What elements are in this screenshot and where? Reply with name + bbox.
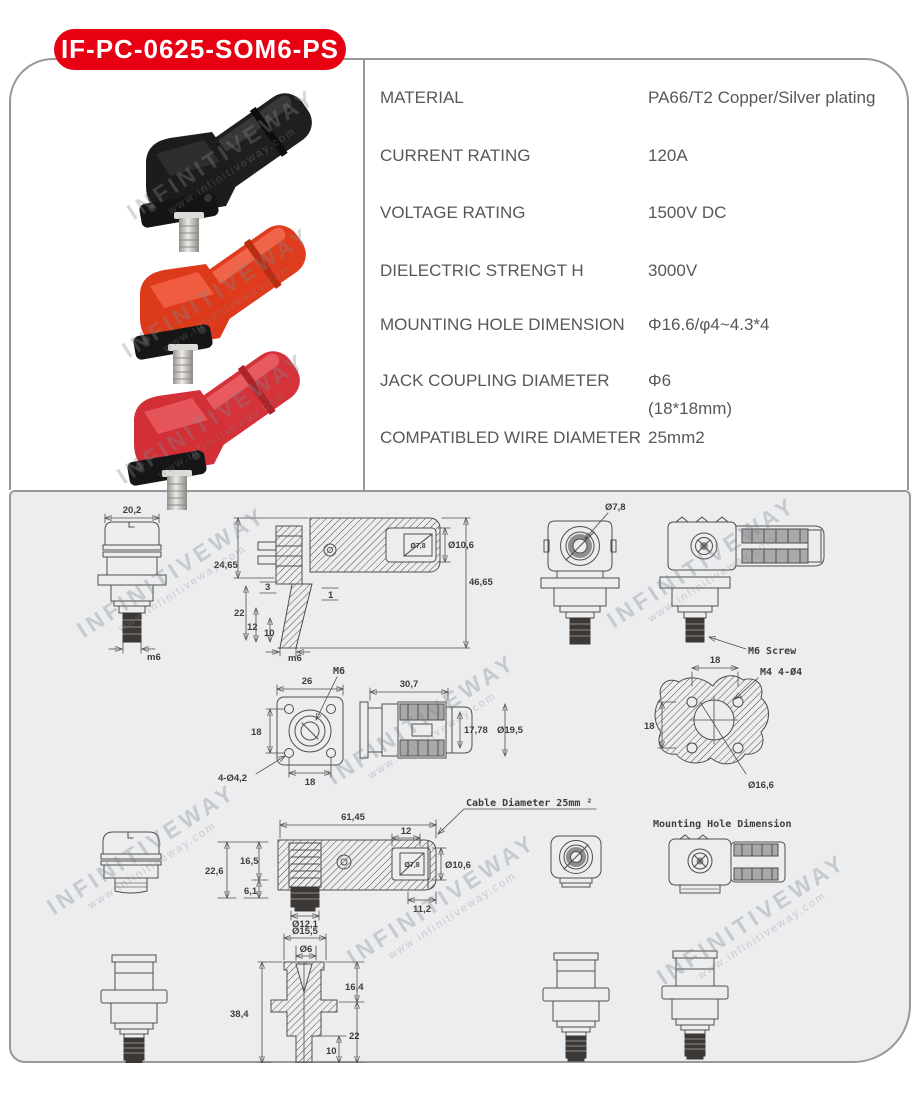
dim-sec-thread: m6 xyxy=(288,653,302,664)
dim-sec-10: 10 xyxy=(264,628,275,639)
dim-flange-holes: 4-Ø4,2 xyxy=(218,773,247,784)
spec-value-note: (18*18mm) xyxy=(648,399,733,418)
dim-hole-pitch-x: 18 xyxy=(710,655,721,666)
spec-label: MATERIAL xyxy=(380,88,464,107)
photo-connector-crimson xyxy=(127,351,300,510)
dim-mid-12: 12 xyxy=(401,826,412,837)
photo-connector-red xyxy=(133,225,306,384)
spec-label: COMPATIBLED WIRE DIAMETER xyxy=(380,428,642,447)
spec-value: Φ16.6/φ4~4.3*4 xyxy=(648,315,770,334)
figure-section-top: Ø7,8 24,65 3 22 12 10 1 m6 Ø10,6 xyxy=(214,518,493,664)
dim-mid-len: 61,45 xyxy=(341,812,365,823)
spec-row-current: CURRENT RATING 120A xyxy=(380,146,908,166)
label-cable-diameter: Cable Diameter 25mm ² xyxy=(466,797,592,809)
dim-sec-outer: Ø10,6 xyxy=(448,540,474,551)
dim-mate-len: 30,7 xyxy=(400,679,419,690)
technical-drawings: 20,2 m6 Ø7,8 24,65 3 22 12 xyxy=(97,502,825,1063)
dim-bot-d155: Ø15,5 xyxy=(292,926,319,937)
dim-flange-h: 18 xyxy=(251,727,262,738)
dim-mid-outer: Ø10,6 xyxy=(445,860,471,871)
figure-front-jack-right xyxy=(661,950,729,1060)
figure-flange-view: 26 M6 18 4-Ø4,2 18 xyxy=(218,666,345,788)
spec-value: PA66/T2 Copper/Silver plating xyxy=(648,88,876,107)
label-mounting-hole: Mounting Hole Dimension xyxy=(653,818,791,830)
photo-connector-black xyxy=(139,93,312,252)
spec-value-main: Φ6 xyxy=(648,371,672,390)
figure-top-view xyxy=(668,834,786,894)
label-m6-screw: M6 Screw xyxy=(748,646,797,657)
figure-face-view-small xyxy=(550,835,602,888)
figure-front-jack-left xyxy=(100,954,168,1063)
dim-mate-dia: Ø19,5 xyxy=(497,725,524,736)
dim-sec-len: 46,65 xyxy=(469,577,493,588)
spec-value: Φ6 (18*18mm) xyxy=(648,371,908,419)
label-m6-thread: M6 xyxy=(333,666,345,677)
dim-front-thread: m6 xyxy=(147,652,161,663)
spec-row-mounting: MOUNTING HOLE DIMENSION Φ16.6/φ4~4.3*4 xyxy=(380,315,908,335)
spec-value: 1500V DC xyxy=(648,203,727,222)
dim-flange-w: 26 xyxy=(302,676,313,687)
spec-value: 3000V xyxy=(648,261,698,280)
dim-flange-pitch: 18 xyxy=(305,777,316,788)
dim-sec-bore: Ø7,8 xyxy=(410,543,425,550)
dim-hole-center: Ø16,6 xyxy=(748,780,774,791)
spec-row-voltage: VOLTAGE RATING 1500V DC xyxy=(380,203,908,223)
dim-bot-384: 38,4 xyxy=(230,1009,249,1020)
figure-mated-view: 30,7 17,78 Ø19,5 xyxy=(359,679,524,759)
figure-front-jack-mid xyxy=(542,952,610,1062)
dim-front-width: 20,2 xyxy=(123,505,142,516)
figure-cap-view: 22,6 16,5 6,1 xyxy=(100,831,269,898)
dim-mid-bore: Ø7,8 xyxy=(404,862,419,869)
spec-label: MOUNTING HOLE DIMENSION xyxy=(380,315,625,334)
dim-sec-22: 22 xyxy=(234,608,245,619)
dim-mate-h: 17,78 xyxy=(464,725,488,736)
spec-label: CURRENT RATING xyxy=(380,146,531,165)
dim-face-bore: Ø7,8 xyxy=(605,502,626,513)
dim-mid-stud: Ø12,1 xyxy=(292,919,319,930)
dim-mid-165: 16,5 xyxy=(240,856,259,867)
spec-row-material: MATERIAL PA66/T2 Copper/Silver plating xyxy=(380,88,908,108)
dim-bot-22: 22 xyxy=(349,1031,360,1042)
dim-bot-10: 10 xyxy=(326,1046,337,1057)
dim-sec-1: 1 xyxy=(328,590,334,601)
model-badge: IF-PC-0625-SOM6-PS xyxy=(54,29,346,70)
dim-bot-d6: Ø6 xyxy=(300,944,313,955)
dim-mid-61: 6,1 xyxy=(244,886,258,897)
label-m4-holes: M4 4-Ø4 xyxy=(760,666,802,678)
dim-mid-112: 11,2 xyxy=(413,904,431,915)
figure-section-mid: Ø7,8 61,45 12 Ø10,6 11,2 Ø12,1 Cable Dia… xyxy=(277,797,597,930)
figure-section-vertical: Ø15,5 Ø6 16,4 38,4 22 10 xyxy=(230,926,365,1063)
spec-label: DIELECTRIC STRENGT H xyxy=(380,261,584,280)
figure-side-view: M6 Screw xyxy=(659,516,825,657)
spec-label: JACK COUPLING DIAMETER xyxy=(380,371,610,390)
dim-mid-h: 22,6 xyxy=(205,866,224,877)
spec-row-dielectric: DIELECTRIC STRENGT H 3000V xyxy=(380,261,908,281)
figure-face-view: Ø7,8 xyxy=(540,502,626,645)
dim-sec-12: 12 xyxy=(247,622,258,633)
dim-bot-164: 16,4 xyxy=(345,982,364,993)
figure-front-view: 20,2 m6 xyxy=(97,505,167,663)
panel-divider xyxy=(363,60,365,490)
spec-value: 25mm2 xyxy=(648,428,705,447)
dim-sec-height: 24,65 xyxy=(214,560,238,571)
dim-sec-3: 3 xyxy=(265,582,270,593)
figure-hole-pattern: 18 18 M4 4-Ø4 Ø16,6 Mounting Hole Dimens… xyxy=(644,655,802,830)
spec-row-wire: COMPATIBLED WIRE DIAMETER 25mm2 xyxy=(380,428,908,448)
dim-hole-pitch-y: 18 xyxy=(644,721,655,732)
spec-row-jack: JACK COUPLING DIAMETER Φ6 (18*18mm) xyxy=(380,371,908,419)
spec-label: VOLTAGE RATING xyxy=(380,203,526,222)
spec-value: 120A xyxy=(648,146,688,165)
